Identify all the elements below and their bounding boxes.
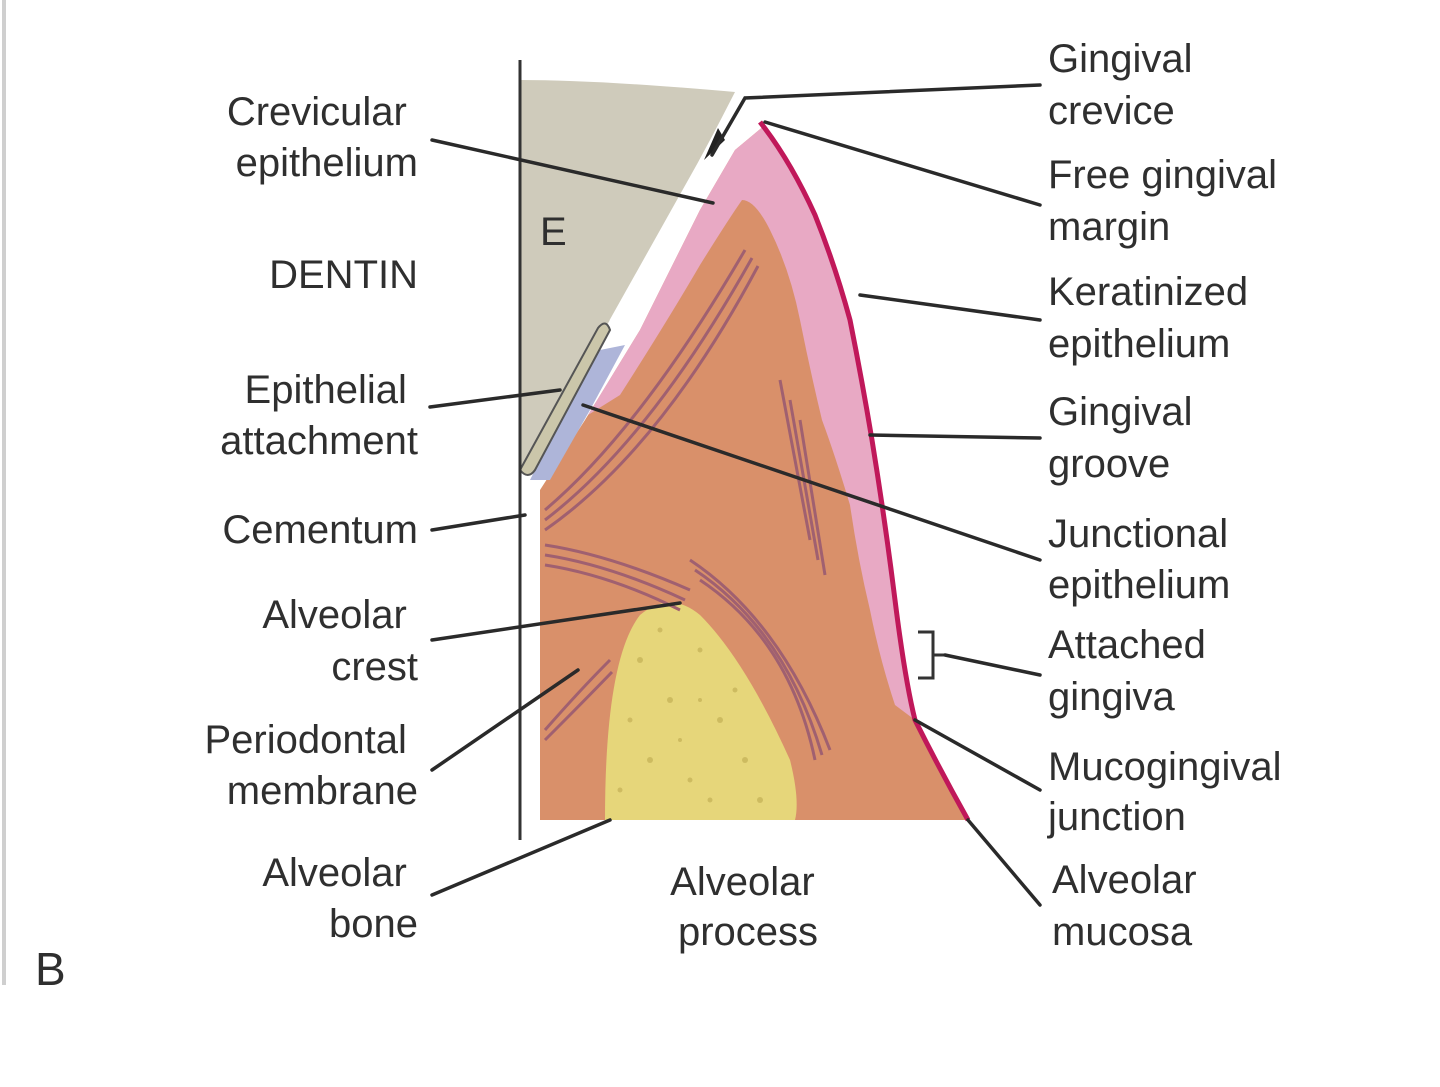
- alveolar-bone-shape: [605, 602, 797, 820]
- alveolar-mucosa-label: Alveolar mucosa: [1052, 858, 1208, 954]
- cementum-label: Cementum: [222, 508, 418, 552]
- leader-lines: [428, 83, 1042, 907]
- epithelial-attachment-shape: [518, 322, 612, 476]
- crevice-arrow-icon: [704, 128, 725, 160]
- gingival-crevice-label: Gingival crevice: [1048, 37, 1204, 133]
- alveolar-crest-label: Alveolar crest: [262, 593, 418, 689]
- alveolar-bone-label: Alveolar bone: [262, 851, 418, 946]
- dentin-label: DENTIN: [269, 253, 418, 297]
- alveolar-process-label: Alveolar process: [670, 860, 826, 954]
- bone-texture: [617, 627, 763, 803]
- periodontal-membrane-label: Periodontal membrane: [205, 718, 419, 813]
- crevicular-epithelium-label: Crevicular epithelium: [227, 90, 418, 185]
- panel-letter: B: [35, 943, 66, 995]
- mucogingival-junction-label: Mucogingival junction: [1047, 745, 1293, 839]
- keratinized-epithelium-label: Keratinized epithelium: [1048, 270, 1259, 366]
- collagen-fibers: [543, 249, 832, 761]
- junctional-epithelium-band: [530, 345, 625, 480]
- attached-gingiva-bracket: [918, 630, 945, 680]
- attached-gingiva-label: Attached gingiva: [1048, 623, 1217, 719]
- free-gingival-margin-label: Free gingival margin: [1048, 153, 1288, 249]
- epithelial-attachment-label: Epithelial attachment: [220, 368, 418, 463]
- gingival-crevice-line: [609, 98, 738, 324]
- junctional-epithelium-label: Junctional epithelium: [1048, 512, 1239, 607]
- enamel-label: E: [540, 210, 567, 254]
- gingival-groove-label: Gingival groove: [1048, 390, 1204, 486]
- gingiva-epithelium: [588, 125, 915, 720]
